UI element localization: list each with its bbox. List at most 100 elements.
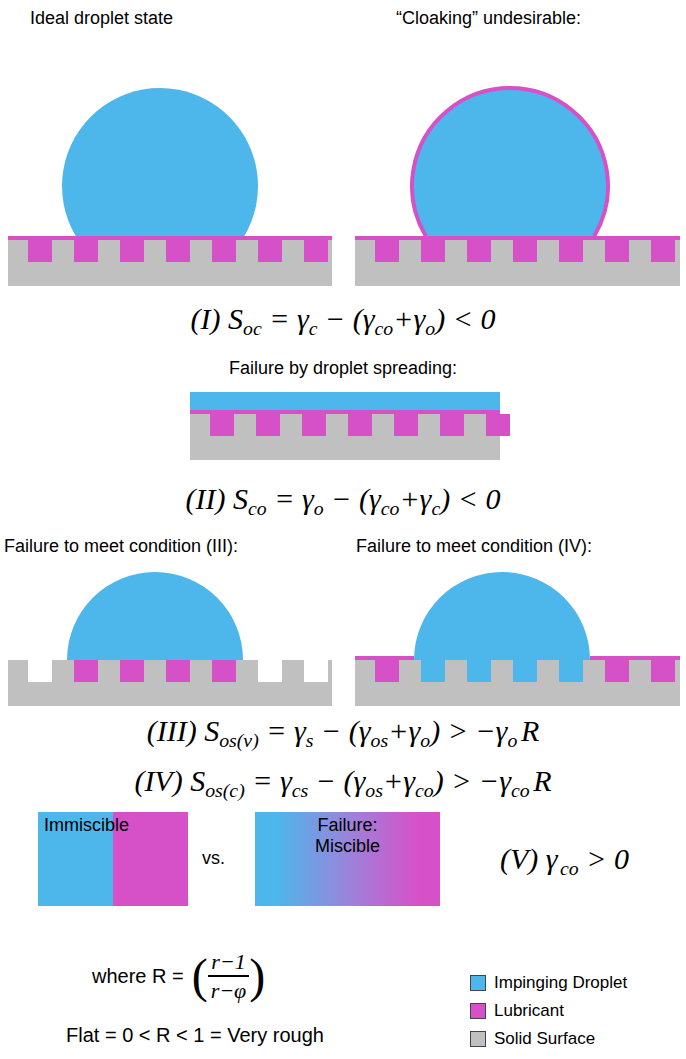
solid-surface (355, 660, 680, 706)
equation-term: ) > −γ (430, 716, 507, 746)
surface-pit (440, 414, 464, 436)
caption-label: Failure by droplet spreading: (229, 358, 457, 379)
equation-term: ) < 0 (440, 484, 500, 514)
surface-pit (166, 660, 190, 682)
equation-subscript: co (560, 859, 579, 879)
equation-term: S (204, 716, 219, 746)
definition-text: where R = (92, 965, 184, 988)
equation-subscript: o (425, 319, 435, 339)
equation-subscript: co (381, 499, 400, 519)
mixture-box: Immiscible (38, 812, 188, 906)
surface-pit (559, 240, 583, 262)
box-text: Immiscible (44, 815, 129, 836)
equation-term: = γ (252, 766, 292, 796)
surface-pit (348, 414, 372, 436)
solid-surface (8, 660, 332, 706)
droplet (412, 88, 608, 236)
equation-subscript: oc (243, 319, 262, 339)
equation-term: = γ (269, 304, 309, 334)
equation-subscript: co (415, 781, 434, 801)
surface-pit (304, 660, 328, 682)
equation-subscript: c (309, 319, 318, 339)
caption-label: “Cloaking” undesirable: (396, 8, 581, 29)
surface-pit (258, 660, 282, 682)
equation-term: = γ (266, 716, 306, 746)
surface-pit (394, 414, 418, 436)
equation-subscript: co (248, 499, 267, 519)
equation-subscript: cs (292, 781, 308, 801)
solid-surface (355, 240, 680, 286)
surface-pit (212, 660, 236, 682)
caption-label: vs. (202, 848, 225, 869)
droplet (62, 88, 258, 236)
equation-term: S (228, 304, 243, 334)
fraction-bar (208, 975, 250, 977)
caption-label: Failure to meet condition (III): (4, 536, 238, 557)
equation-subscript: co (511, 781, 530, 801)
surface-pit (258, 240, 282, 262)
box-text: Failure: Miscible (302, 815, 394, 856)
equation-term: = γ (274, 484, 314, 514)
equation-term: (IV) (134, 766, 182, 796)
equation-term: S (233, 484, 248, 514)
surface-pit (421, 240, 445, 262)
surface-pit (486, 414, 510, 436)
equation-subscript: co (375, 319, 394, 339)
surface-pit (467, 660, 491, 682)
surface-pit (120, 660, 144, 682)
droplet (414, 572, 590, 660)
surface-pit (28, 240, 52, 262)
caption-label: Flat = 0 < R < 1 = Very rough (66, 1024, 324, 1047)
lubricant-layer (355, 656, 414, 660)
surface-pit (375, 660, 399, 682)
mixture-box: Failure: Miscible (255, 812, 440, 906)
legend-row: Lubricant (470, 1001, 564, 1021)
equation: (V)γco> 0 (500, 844, 629, 874)
surface-pit (605, 240, 629, 262)
equation-term: − (γ (325, 304, 375, 334)
denominator: r−φ (208, 979, 250, 1002)
equation-subscript: os (365, 781, 383, 801)
equation-term: S (190, 766, 205, 796)
equation-subscript: os (371, 731, 389, 751)
equation-term: − (γ (316, 766, 366, 796)
cloaking-film (412, 88, 608, 236)
legend-text: Lubricant (494, 1001, 564, 1021)
solid-surface (190, 414, 500, 460)
equation-term: − (γ (321, 716, 371, 746)
legend-text: Impinging Droplet (494, 973, 627, 993)
equation: (IV)Sos(c)= γcs− (γos+γco) > −γcoR (0, 766, 686, 796)
surface-pit (166, 240, 190, 262)
equation-term: ) > −γ (434, 766, 511, 796)
equation-subscript: o (507, 731, 517, 751)
legend-text: Solid Surface (494, 1029, 595, 1049)
equation: (II)Sco= γo− (γco+γc) < 0 (0, 484, 686, 514)
definition-row: where R =(r−1r−φ) (92, 950, 265, 1002)
lubricant-layer (190, 410, 500, 414)
fraction: r−1r−φ (208, 950, 250, 1002)
equation-term: (I) (191, 304, 221, 334)
lubricant-layer (8, 236, 332, 240)
equation: (III)Sos(v)= γs− (γos+γo) > −γoR (0, 716, 686, 746)
equation-term: +γ (388, 716, 420, 746)
equation-subscript: os(v) (219, 731, 259, 751)
surface-pit (559, 660, 583, 682)
legend-row: Impinging Droplet (470, 973, 627, 993)
surface-pit (304, 240, 328, 262)
surface-pit (375, 240, 399, 262)
surface-pit (28, 660, 52, 682)
surface-pit (256, 414, 280, 436)
surface-pit (421, 660, 445, 682)
equation-subscript: o (314, 499, 324, 519)
equation-term: R (533, 766, 551, 796)
equation-term: (V) (500, 844, 538, 874)
parenthesis: ) (249, 952, 265, 1000)
surface-pit (651, 240, 675, 262)
droplet (67, 572, 243, 660)
equation-subscript: os(c) (205, 781, 245, 801)
caption-label: Ideal droplet state (30, 8, 173, 29)
lubricant-layer (590, 656, 680, 660)
surface-pit (513, 660, 537, 682)
surface-pit (120, 240, 144, 262)
